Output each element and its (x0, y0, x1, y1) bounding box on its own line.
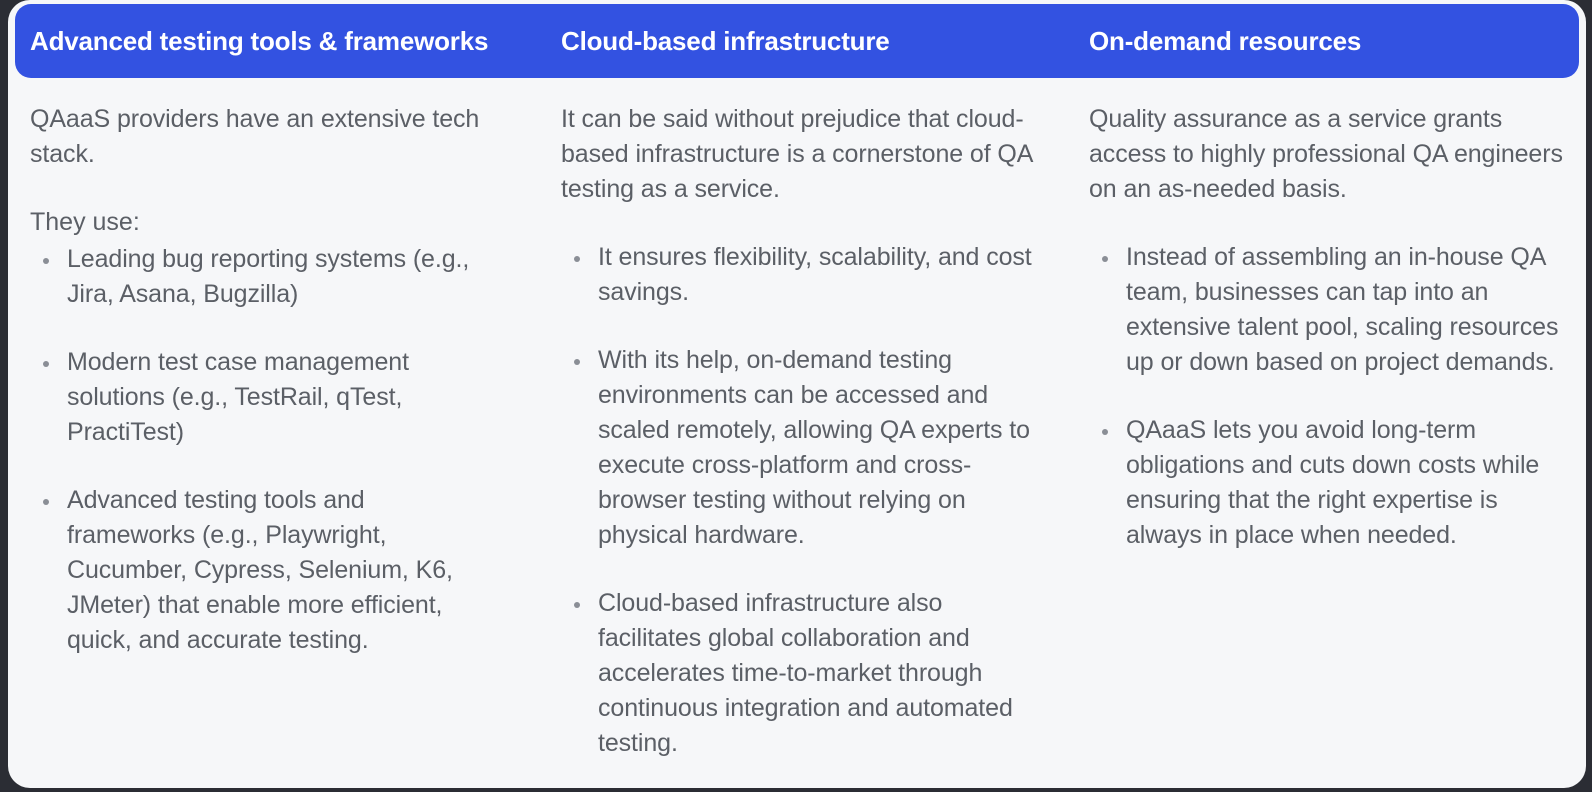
column-header-cloud-based-infrastructure: Cloud-based infrastructure (561, 25, 890, 56)
column-advanced-testing-tools: QAaaS providers have an extensive tech s… (8, 86, 538, 786)
list-item: QAaaS lets you avoid long-term obligatio… (1089, 413, 1576, 553)
comparison-table-card: Advanced testing tools & frameworks Clou… (8, 0, 1586, 788)
column-header-on-demand-resources: On-demand resources (1089, 25, 1362, 56)
list-item: Advanced testing tools and frameworks (e… (30, 483, 488, 658)
column-intro-text: It can be said without prejudice that cl… (561, 105, 1032, 203)
column-lead-in-text: They use: (30, 208, 140, 236)
column-header-advanced-testing-tools: Advanced testing tools & frameworks (30, 25, 489, 56)
list-item: With its help, on-demand testing environ… (561, 343, 1048, 553)
bullet-list: Leading bug reporting systems (e.g., Jir… (30, 242, 488, 658)
bullet-list: Instead of assembling an in-house QA tea… (1089, 240, 1576, 553)
list-item: Instead of assembling an in-house QA tea… (1089, 240, 1576, 380)
column-on-demand-resources: Quality assurance as a service grants ac… (1066, 86, 1586, 786)
bullet-list: It ensures flexibility, scalability, and… (561, 240, 1048, 761)
list-item: It ensures flexibility, scalability, and… (561, 240, 1048, 310)
list-item: Modern test case management solutions (e… (30, 345, 488, 450)
column-cloud-based-infrastructure: It can be said without prejudice that cl… (538, 86, 1066, 786)
list-item: Leading bug reporting systems (e.g., Jir… (30, 242, 488, 312)
list-item: Cloud-based infrastructure also facilita… (561, 586, 1048, 761)
table-header-row: Advanced testing tools & frameworks Clou… (15, 4, 1579, 78)
column-intro-text: Quality assurance as a service grants ac… (1089, 105, 1563, 203)
column-intro-text: QAaaS providers have an extensive tech s… (30, 105, 480, 168)
table-body-row: QAaaS providers have an extensive tech s… (8, 86, 1586, 786)
